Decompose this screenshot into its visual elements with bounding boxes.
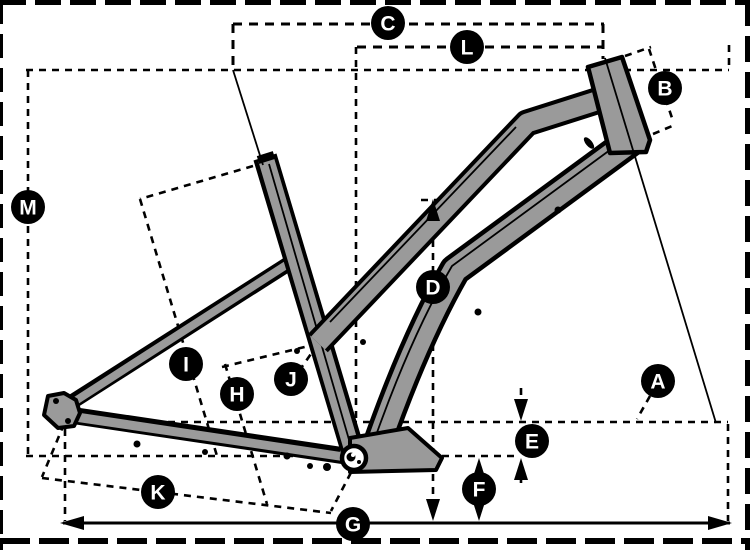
chain-stay-inner-line — [79, 411, 341, 452]
stay-boss-1 — [133, 440, 141, 448]
bb-spindle-highlight — [351, 453, 355, 457]
dropout-bolt-1 — [53, 398, 59, 404]
seat-tube-inner-line — [268, 163, 353, 451]
a-leader — [635, 395, 652, 420]
dimension-label-k: K — [141, 475, 175, 509]
dropout-bolt-2 — [65, 418, 71, 424]
label-letter: C — [380, 13, 395, 36]
dimension-label-e: E — [515, 424, 549, 458]
dimension-label-g: G — [336, 507, 370, 541]
bike-frame — [42, 54, 653, 474]
dimension-label-h: H — [220, 377, 254, 411]
dimension-label-i: I — [169, 347, 203, 381]
seat-stay — [63, 256, 297, 411]
bottle-boss-1 — [554, 206, 562, 214]
dim-line-b-top-tick — [624, 45, 652, 58]
stay-boss-3 — [283, 452, 291, 460]
dimension-labels: A B C D E F G H I J K L M — [11, 6, 682, 541]
label-letter: I — [183, 354, 189, 377]
label-circle — [141, 475, 175, 509]
bb-nub-2 — [323, 463, 331, 471]
bottle-boss-2 — [474, 308, 482, 316]
dimension-label-l: L — [450, 30, 484, 64]
dim-line-k-right-tick — [329, 460, 359, 512]
axis-lines — [232, 57, 717, 424]
label-letter: L — [461, 37, 474, 60]
down-tube — [367, 130, 639, 449]
label-letter: E — [525, 431, 539, 454]
label-letter: K — [150, 482, 165, 505]
wheelbase-arrow-right — [708, 516, 732, 530]
label-circle — [371, 6, 405, 40]
label-letter: A — [650, 371, 665, 394]
dim-line-k — [41, 476, 332, 515]
label-circle — [274, 362, 308, 396]
tube-boss — [360, 339, 366, 345]
dimension-label-m: M — [11, 190, 45, 224]
label-circle — [450, 30, 484, 64]
derailleur-boss — [294, 348, 300, 354]
label-letter: D — [425, 277, 440, 300]
down-tube-outline — [362, 127, 642, 451]
label-letter: J — [285, 369, 297, 392]
label-letter: B — [657, 78, 672, 101]
label-circle — [169, 347, 203, 381]
dim-line-b-bottom-tick — [652, 122, 678, 136]
dimension-label-b: B — [648, 71, 682, 105]
standover-arrow-down — [426, 499, 440, 521]
dim-line-j-perp — [221, 342, 318, 369]
dim-line-h — [223, 363, 269, 505]
label-circle — [515, 424, 549, 458]
standover-arrow-up — [426, 199, 440, 221]
dim-line-i-top-tick — [139, 164, 254, 201]
rear-dropout — [42, 391, 82, 430]
dimension-label-j: J — [274, 362, 308, 396]
dimension-label-f: F — [462, 472, 496, 506]
head-tube-axis — [604, 57, 717, 424]
label-letter: G — [345, 514, 361, 537]
label-circle — [462, 472, 496, 506]
bbdrop-arrow-up — [514, 458, 528, 480]
bb-bolt — [357, 460, 361, 464]
label-letter: F — [473, 479, 486, 502]
label-circle — [648, 71, 682, 105]
top-tube — [311, 86, 615, 350]
bbdrop-arrow-down — [514, 399, 528, 421]
label-circle — [641, 364, 675, 398]
dimension-label-a: A — [641, 364, 675, 398]
chain-stay — [64, 410, 351, 462]
wheelbase-arrow-left — [60, 516, 84, 530]
label-circle — [11, 190, 45, 224]
dimension-label-c: C — [371, 6, 405, 40]
seat-tube-axis — [232, 69, 264, 166]
cable-port — [583, 137, 595, 149]
label-circle — [336, 507, 370, 541]
label-letter: M — [19, 197, 37, 220]
top-tube-inner-line — [329, 126, 517, 323]
label-letter: H — [229, 384, 244, 407]
stay-boss-2 — [202, 449, 208, 455]
dim-line-k-left-tick — [40, 423, 66, 478]
down-tube-inner-line — [373, 135, 630, 442]
label-circle — [220, 377, 254, 411]
bb-nub-1 — [307, 463, 313, 469]
label-circle — [416, 270, 450, 304]
dimension-label-d: D — [416, 270, 450, 304]
